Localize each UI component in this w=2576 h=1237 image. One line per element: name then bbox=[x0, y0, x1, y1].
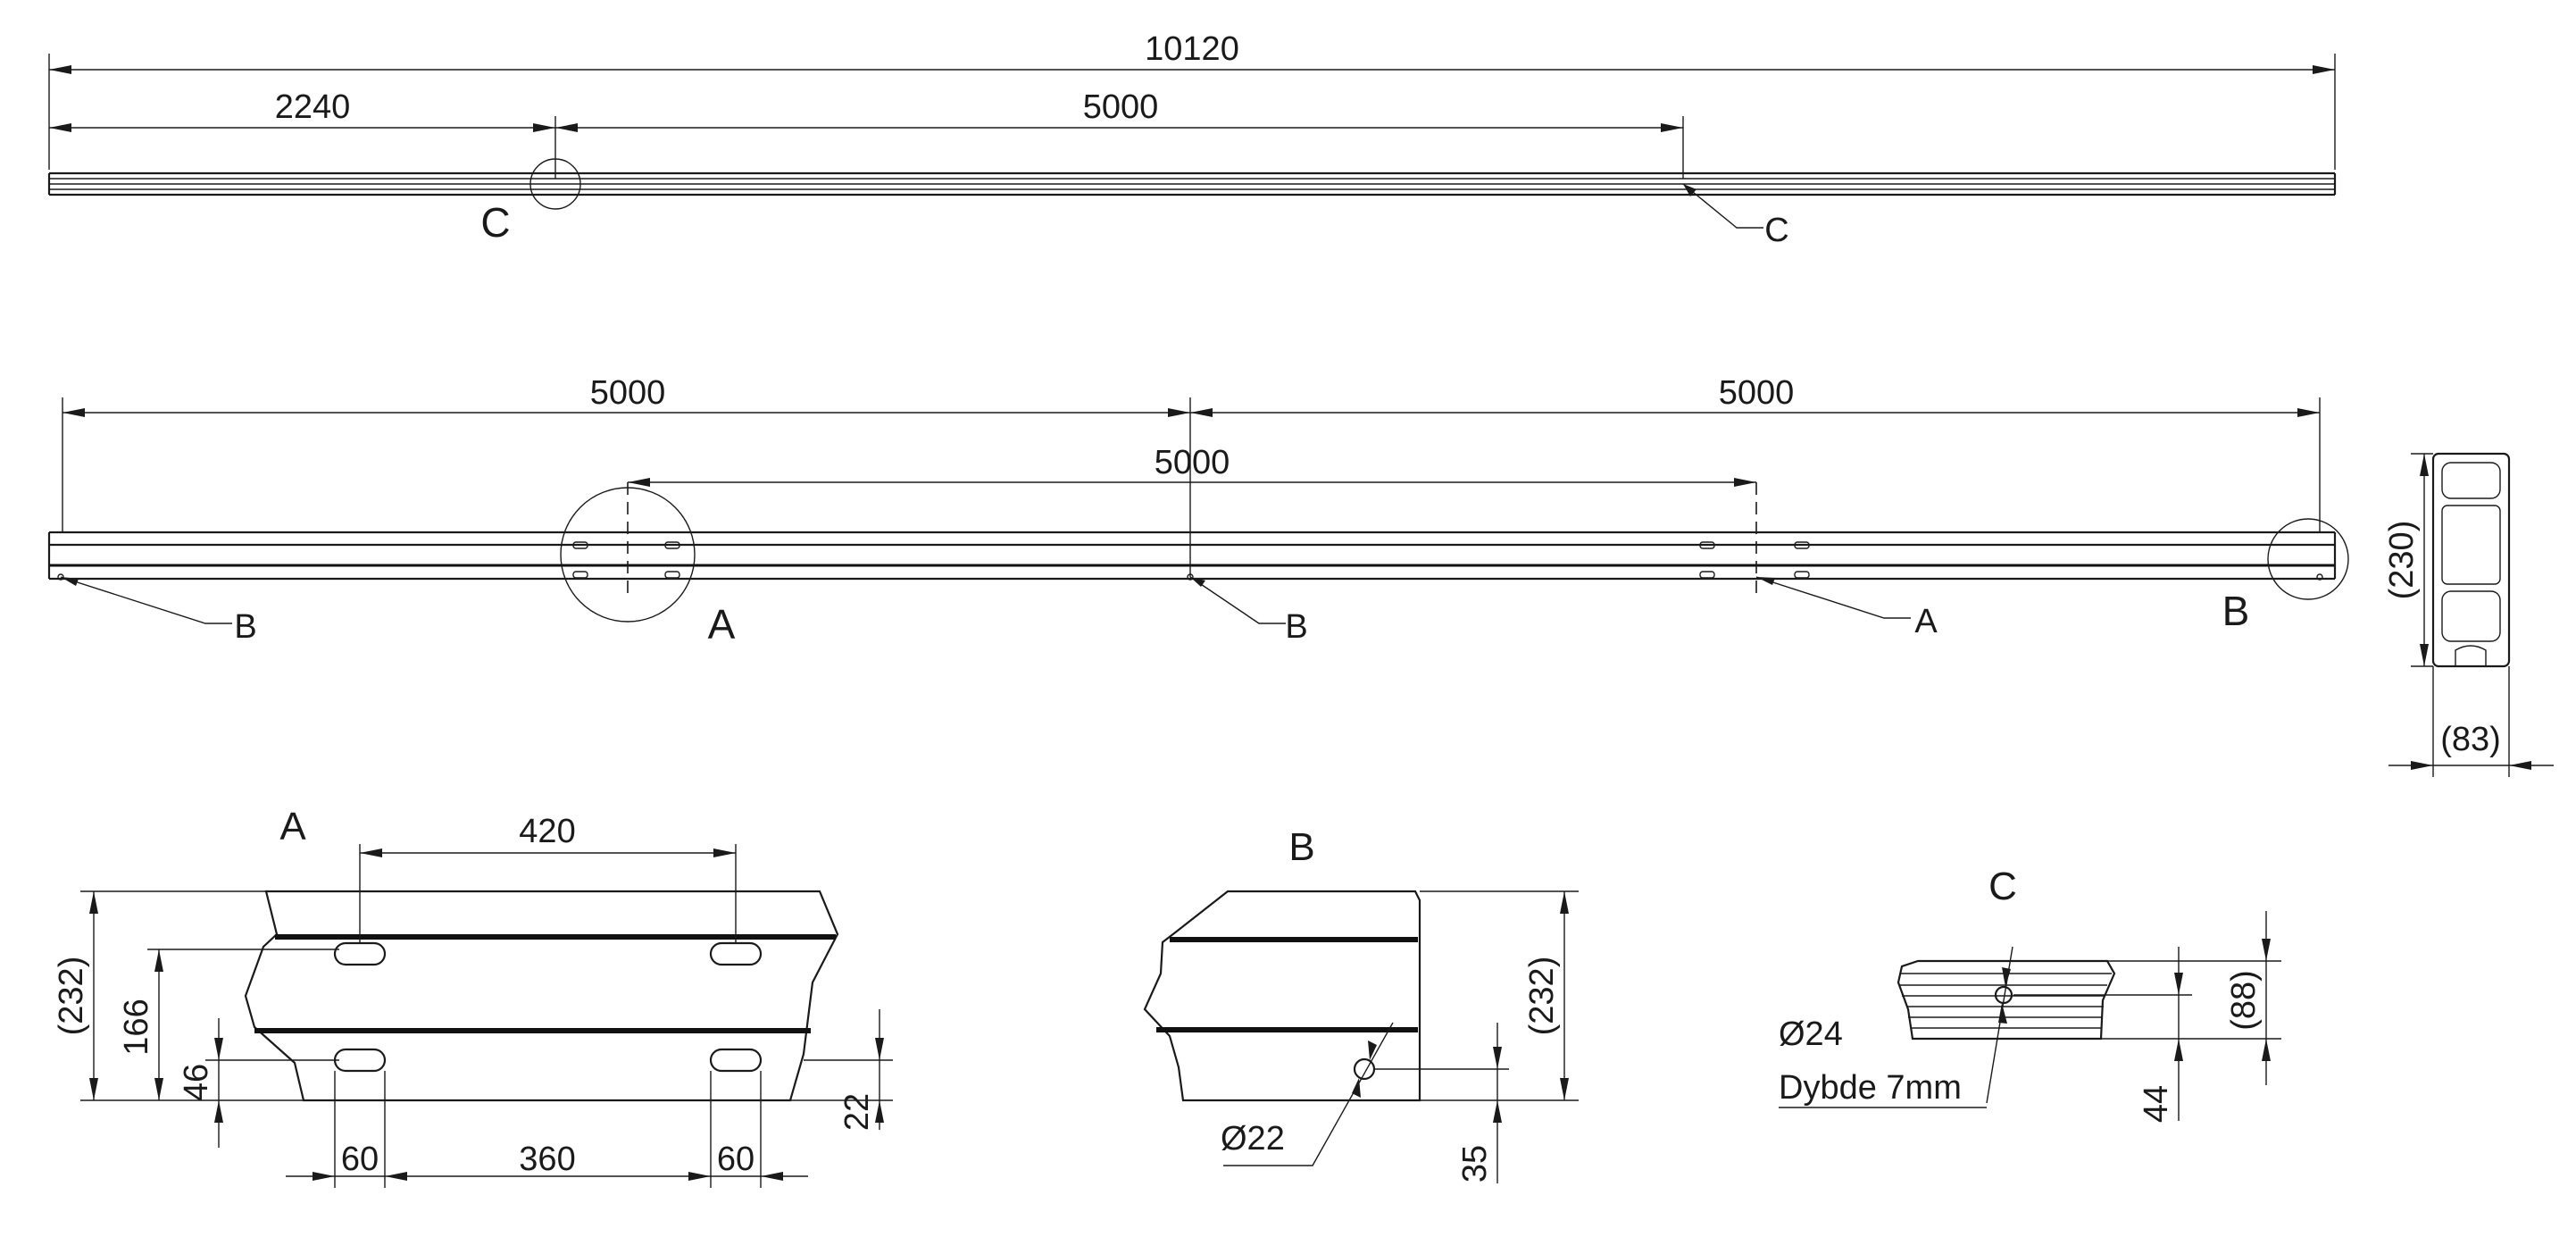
side-view-beam bbox=[47, 531, 2337, 581]
detail-b-profile bbox=[1143, 890, 1421, 1102]
dim-offset: 2240 bbox=[275, 88, 351, 126]
hole-depth-note: Dybde 7mm bbox=[1779, 1069, 1962, 1107]
dimension-total-length: 10120 bbox=[48, 30, 2336, 170]
side-view: 5000 5000 5000 B A B A B bbox=[47, 374, 2349, 648]
dim-section-width: (83) bbox=[2440, 721, 2501, 758]
callout-c-right: C bbox=[1764, 212, 1788, 249]
detail-c-title: C bbox=[1988, 865, 2017, 908]
top-view: 10120 2240 5000 C C bbox=[47, 30, 2337, 249]
callout-c-left: C bbox=[480, 199, 510, 246]
hole-diameter-c: Ø24 bbox=[1779, 1016, 1843, 1053]
dim-detail-b-height: (232) bbox=[1523, 957, 1561, 1036]
callout-b-right: B bbox=[2222, 588, 2250, 634]
dim-lower-slot-height: 46 bbox=[178, 1064, 215, 1101]
dim-detail-a-height: (232) bbox=[53, 957, 90, 1036]
hole-diameter-b: Ø22 bbox=[1221, 1120, 1285, 1158]
dim-slot-width-right: 60 bbox=[717, 1141, 754, 1178]
detail-c-profile bbox=[1897, 959, 2116, 1041]
dim-section-height: (230) bbox=[2383, 521, 2421, 600]
callout-b-left: B bbox=[234, 608, 256, 646]
dim-joint-spacing: 5000 bbox=[1083, 88, 1159, 126]
dimension-section-height: (230) bbox=[2383, 453, 2433, 667]
detail-a-title: A bbox=[279, 805, 306, 848]
detail-b-marker-circle bbox=[2267, 518, 2349, 600]
dimension-segments: 5000 5000 bbox=[62, 374, 2321, 577]
dim-bottom-offset: 22 bbox=[838, 1093, 876, 1131]
detail-b-title: B bbox=[1288, 825, 1314, 869]
section-profile bbox=[2431, 452, 2511, 668]
dim-slot-spacing-bottom: 360 bbox=[519, 1141, 575, 1178]
dim-segment-left: 5000 bbox=[590, 374, 666, 412]
section-view: (230) (83) bbox=[2383, 452, 2554, 777]
dim-hole-height-c: 44 bbox=[2138, 1085, 2175, 1123]
detail-b: B (232) 35 Ø22 bbox=[1143, 825, 1579, 1183]
dim-slot-spacing-top: 420 bbox=[519, 813, 575, 850]
dim-upper-slot-height: 166 bbox=[118, 999, 155, 1055]
callout-b-middle: B bbox=[1285, 608, 1307, 646]
dim-inner-span: 5000 bbox=[1155, 444, 1230, 481]
dimension-inner-span: 5000 bbox=[628, 444, 1756, 487]
callout-a-left: A bbox=[708, 601, 736, 648]
detail-a-profile bbox=[244, 890, 839, 1102]
dim-segment-right: 5000 bbox=[1719, 374, 1795, 412]
dim-total-length: 10120 bbox=[1145, 30, 1239, 68]
dimension-joint-spacing: 2240 5000 bbox=[49, 88, 1684, 179]
dim-hole-height-b: 35 bbox=[1456, 1145, 1494, 1183]
top-view-beam bbox=[47, 171, 2337, 196]
dimension-section-width: (83) bbox=[2388, 666, 2554, 777]
detail-c-marker-circle bbox=[529, 158, 581, 210]
detail-c: C (88) 44 Ø24 Dybde 7mm bbox=[1779, 865, 2281, 1123]
dim-detail-c-height: (88) bbox=[2225, 970, 2263, 1031]
side-view-slots bbox=[57, 541, 2323, 581]
callout-a-right: A bbox=[1914, 603, 1938, 640]
detail-a: A 420 (232) 166 bbox=[53, 805, 893, 1188]
dim-slot-width-left: 60 bbox=[341, 1141, 379, 1178]
